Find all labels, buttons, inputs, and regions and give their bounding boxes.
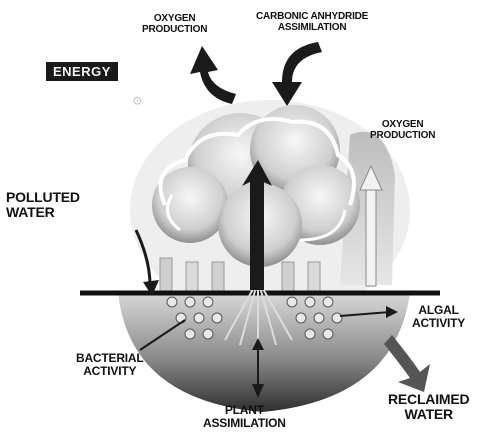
oxygen-up-arrow — [190, 46, 236, 104]
carbonic-down-arrow — [272, 42, 322, 106]
reclaimed-water-arrow — [384, 335, 430, 392]
energy-mark: ⚙ — [132, 94, 143, 108]
pond-basin — [118, 293, 410, 412]
energy-label: ENERGY — [46, 62, 118, 81]
